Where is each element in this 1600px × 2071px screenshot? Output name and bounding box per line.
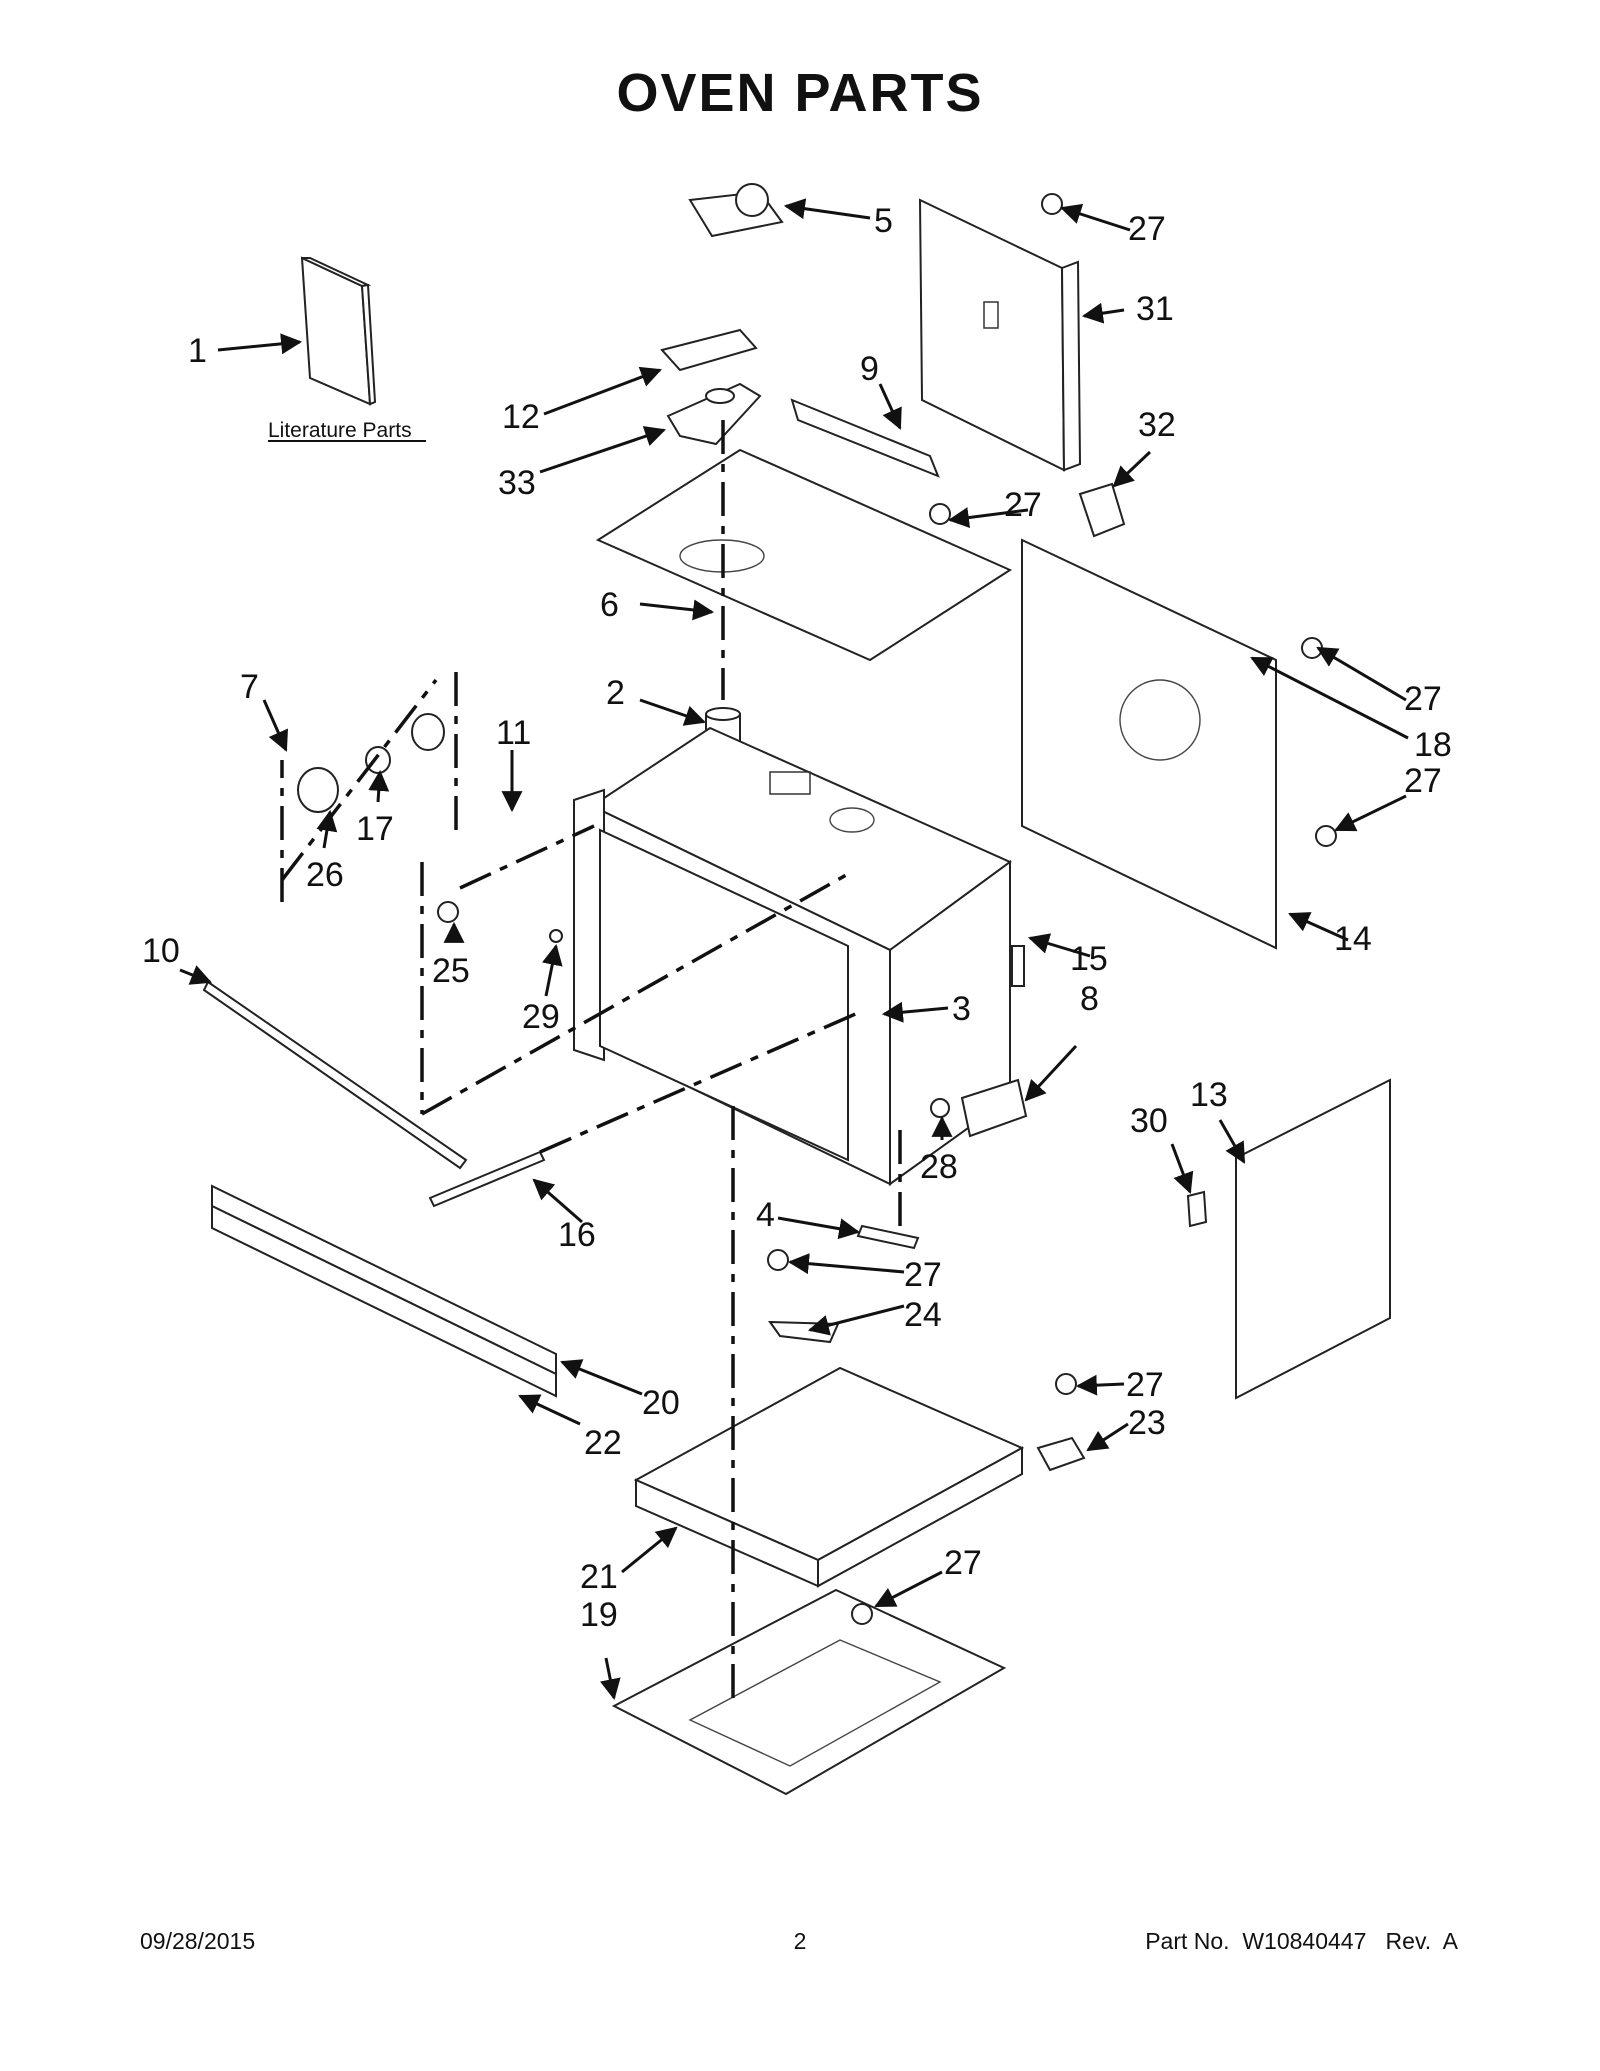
callout-2: 2 — [606, 674, 625, 712]
callout-1: 1 — [188, 332, 207, 370]
footer-part-number: Part No. W10840447 Rev. A — [1145, 1928, 1458, 1954]
callout-30: 30 — [1130, 1102, 1168, 1140]
callout-27: 27 — [1004, 486, 1042, 524]
page-title: OVEN PARTS — [616, 63, 984, 123]
callout-27: 27 — [1404, 762, 1442, 800]
callout-12: 12 — [502, 398, 540, 436]
callout-19: 19 — [580, 1596, 618, 1634]
callout-18: 18 — [1414, 726, 1452, 764]
assembly-dashed-lines — [280, 420, 902, 1708]
callout-11: 11 — [496, 714, 531, 752]
callout-32: 32 — [1138, 406, 1176, 444]
callout-31: 31 — [1136, 290, 1174, 328]
callout-27: 27 — [1404, 680, 1442, 718]
callout-23: 23 — [1128, 1404, 1166, 1442]
side-rear-panel-part-14 — [1021, 538, 1277, 950]
callout-27: 27 — [944, 1544, 982, 1582]
callout-8: 8 — [1080, 980, 1099, 1018]
callout-17: 17 — [356, 810, 394, 848]
callout-26: 26 — [306, 856, 344, 894]
trim-strip-part-10 — [202, 980, 468, 1170]
callout-27: 27 — [904, 1256, 942, 1294]
callout-20: 20 — [642, 1384, 680, 1422]
callout-3: 3 — [952, 990, 971, 1028]
callout-9: 9 — [860, 350, 879, 388]
bracket-part-32 — [1078, 482, 1126, 538]
callout-29: 29 — [522, 998, 560, 1036]
lower-trim-part-20 — [211, 1184, 557, 1398]
duct-part-9 — [790, 398, 940, 478]
callout-25: 25 — [432, 952, 470, 990]
knob-assembly-parts-7-17-25-26 — [297, 713, 459, 923]
top-panel-part-6 — [595, 448, 1013, 662]
callout-33: 33 — [498, 464, 536, 502]
callout-16: 16 — [558, 1216, 596, 1254]
callout-22: 22 — [584, 1424, 622, 1462]
literature-parts-book — [268, 256, 426, 442]
control-board-part-5 — [688, 183, 784, 238]
literature-parts-label: Literature Parts — [268, 419, 412, 442]
leader-lines — [179, 198, 1409, 1701]
callout-4: 4 — [756, 1196, 775, 1234]
callout-13: 13 — [1190, 1076, 1228, 1114]
callout-labels: 1 5 27 31 32 12 33 9 27 6 2 7 11 17 26 2… — [142, 202, 1452, 1634]
callout-14: 14 — [1334, 920, 1372, 958]
vent-bracket-part-12 — [660, 328, 758, 372]
callout-21: 21 — [580, 1558, 618, 1596]
footer-page-number: 2 — [793, 1928, 807, 1954]
oven-front-frame — [573, 788, 849, 1162]
callout-6: 6 — [600, 586, 619, 624]
callout-27: 27 — [1128, 210, 1166, 248]
callout-27: 27 — [1126, 1366, 1164, 1404]
callout-7: 7 — [240, 668, 259, 706]
callout-28: 28 — [920, 1148, 958, 1186]
bottom-tray-part-19 — [611, 1588, 1007, 1796]
side-panel-part-13 — [1235, 1078, 1391, 1400]
footer-date: 09/28/2015 — [140, 1928, 256, 1954]
callout-15: 15 — [1070, 940, 1108, 978]
rear-cover-panel-part-31 — [918, 198, 1082, 472]
vent-bracket-part-33 — [666, 382, 762, 446]
callout-24: 24 — [904, 1296, 942, 1334]
callout-5: 5 — [874, 202, 893, 240]
callout-10: 10 — [142, 932, 180, 970]
